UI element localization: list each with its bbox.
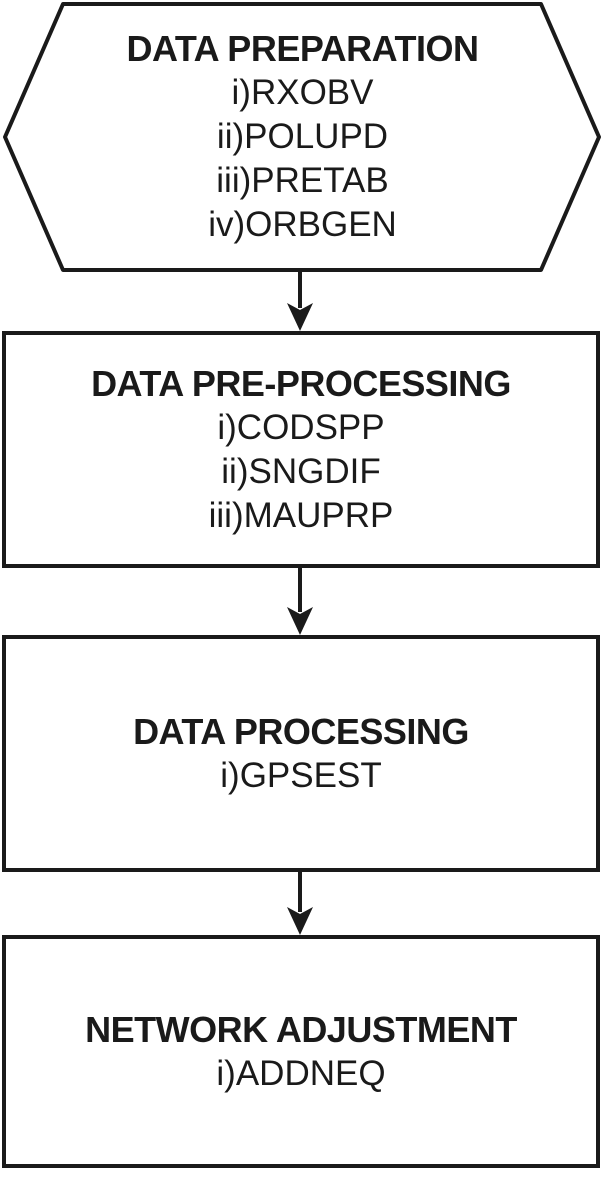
node-title: DATA PREPARATION bbox=[126, 28, 479, 69]
hexagon-shape bbox=[3, 2, 601, 272]
node-network-adjustment: NETWORK ADJUSTMENT i)ADDNEQ bbox=[2, 935, 600, 1168]
node-title: NETWORK ADJUSTMENT bbox=[85, 1008, 517, 1050]
flow-arrow-2 bbox=[287, 568, 313, 635]
node-item: ii)SNGDIF bbox=[221, 451, 381, 491]
node-data-processing: DATA PROCESSING i)GPSEST bbox=[2, 635, 600, 872]
node-item: iv)ORBGEN bbox=[208, 205, 397, 244]
node-item: iii)PRETAB bbox=[216, 161, 389, 200]
node-data-pre-processing: DATA PRE-PROCESSING i)CODSPP ii)SNGDIF i… bbox=[2, 331, 600, 568]
node-item: i)CODSPP bbox=[217, 407, 385, 447]
node-title: DATA PRE-PROCESSING bbox=[91, 362, 511, 404]
node-item: i)RXOBV bbox=[231, 73, 374, 112]
flow-arrow-1 bbox=[287, 270, 313, 331]
node-item: iii)MAUPRP bbox=[208, 495, 394, 535]
flow-arrow-3 bbox=[287, 872, 313, 935]
node-item: ii)POLUPD bbox=[216, 117, 389, 156]
node-title: DATA PROCESSING bbox=[133, 710, 469, 752]
node-item: i)ADDNEQ bbox=[216, 1053, 386, 1093]
node-item: i)GPSEST bbox=[220, 755, 382, 795]
node-data-preparation: DATA PREPARATION i)RXOBV ii)POLUPD iii)P… bbox=[60, 4, 545, 270]
